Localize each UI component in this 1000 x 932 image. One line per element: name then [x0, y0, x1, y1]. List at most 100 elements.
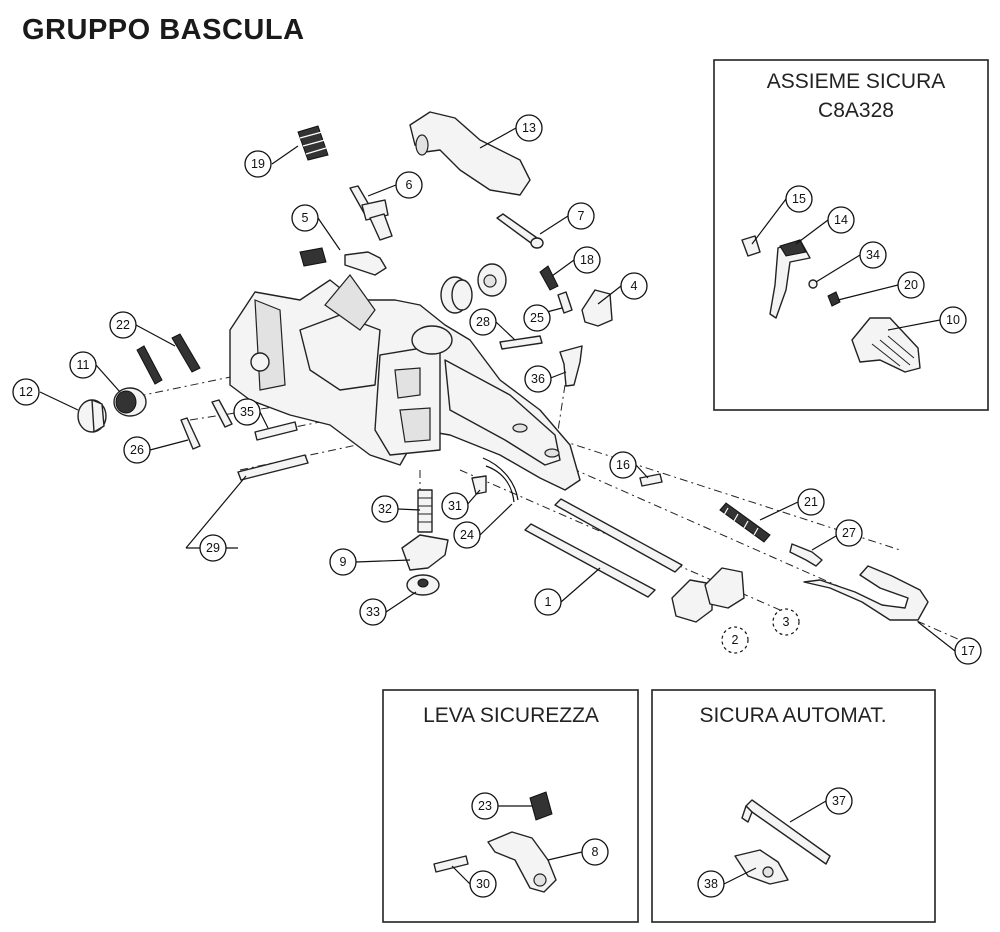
part-38-plate — [734, 849, 789, 885]
svg-text:14: 14 — [834, 213, 848, 227]
callout-30: 30 — [469, 870, 497, 898]
callout-37: 37 — [825, 787, 853, 815]
callout-14: 14 — [827, 206, 855, 234]
part-20-spring — [827, 291, 841, 307]
part-15-pin — [741, 235, 761, 257]
callout-2: 2 — [721, 626, 749, 654]
svg-text:21: 21 — [804, 495, 818, 509]
callout-10: 10 — [939, 306, 967, 334]
svg-text:30: 30 — [476, 877, 490, 891]
inset-automat-title: SICURA AUTOMAT. — [699, 704, 886, 727]
callout-29: 29 — [199, 534, 227, 562]
callout-12: 12 — [12, 378, 40, 406]
svg-text:31: 31 — [448, 499, 462, 513]
svg-text:32: 32 — [378, 502, 392, 516]
callout-4: 4 — [620, 272, 648, 300]
part-6-pin — [349, 185, 393, 241]
part-29-pin — [237, 454, 309, 481]
svg-text:10: 10 — [946, 313, 960, 327]
svg-text:35: 35 — [240, 405, 254, 419]
svg-text:18: 18 — [580, 253, 594, 267]
svg-text:38: 38 — [704, 877, 718, 891]
part-33-ring — [406, 574, 440, 596]
svg-text:29: 29 — [206, 541, 220, 555]
part-hammer-discs — [440, 263, 507, 314]
svg-text:20: 20 — [904, 278, 918, 292]
callout-16: 16 — [609, 451, 637, 479]
callout-34: 34 — [859, 241, 887, 269]
callout-8: 8 — [581, 838, 609, 866]
svg-text:13: 13 — [522, 121, 536, 135]
callout-26: 26 — [123, 436, 151, 464]
callout-13: 13 — [515, 114, 543, 142]
part-19-spring — [297, 125, 329, 161]
svg-text:16: 16 — [616, 458, 630, 472]
inset-leva-title: LEVA SICUREZZA — [423, 704, 599, 727]
callout-36: 36 — [524, 365, 552, 393]
callout-15: 15 — [785, 185, 813, 213]
part-22-spring — [136, 333, 201, 385]
svg-text:25: 25 — [530, 311, 544, 325]
svg-text:28: 28 — [476, 315, 490, 329]
inset-assieme-sicura-frame — [713, 59, 989, 411]
callout-32: 32 — [371, 495, 399, 523]
callout-38: 38 — [697, 870, 725, 898]
callout-6: 6 — [395, 171, 423, 199]
svg-text:23: 23 — [478, 799, 492, 813]
part-9-sear — [401, 534, 449, 571]
svg-text:4: 4 — [631, 279, 638, 293]
part-30-pin — [433, 855, 469, 873]
part-32-screw — [417, 489, 433, 533]
leader-lines — [39, 127, 956, 885]
part-31-screw — [471, 475, 487, 495]
svg-text:27: 27 — [842, 526, 856, 540]
callout-1: 1 — [534, 588, 562, 616]
diagram-title: GRUPPO BASCULA — [22, 14, 305, 46]
inset-assieme-title-2: C8A328 — [818, 99, 894, 122]
part-25-pin — [557, 291, 573, 314]
callout-24: 24 — [453, 521, 481, 549]
inset-assieme-title-1: ASSIEME SICURA — [767, 70, 946, 93]
part-28-pin — [499, 335, 543, 350]
part-27-screw — [789, 543, 823, 567]
part-8-lever — [487, 831, 557, 893]
part-2-3-blocks — [671, 567, 745, 623]
callout-18: 18 — [573, 246, 601, 274]
svg-text:17: 17 — [961, 644, 975, 658]
svg-text:22: 22 — [116, 318, 130, 332]
part-5-plunger — [299, 247, 387, 276]
callout-20: 20 — [897, 271, 925, 299]
callout-33: 33 — [359, 598, 387, 626]
callout-17: 17 — [954, 637, 982, 665]
svg-text:15: 15 — [792, 192, 806, 206]
part-14-safety-slide — [769, 239, 811, 319]
callout-25: 25 — [523, 304, 551, 332]
callout-23: 23 — [471, 792, 499, 820]
part-24-spring-wire — [482, 457, 519, 503]
receiver-body — [229, 274, 581, 491]
part-1-rods — [524, 498, 683, 598]
callout-31: 31 — [441, 492, 469, 520]
part-16-pin — [639, 473, 663, 487]
part-37-rod — [741, 799, 831, 865]
svg-text:8: 8 — [592, 845, 599, 859]
svg-text:34: 34 — [866, 248, 880, 262]
svg-text:1: 1 — [545, 595, 552, 609]
part-17-trigger-guard — [803, 565, 929, 621]
part-26-pin — [180, 399, 233, 450]
svg-text:3: 3 — [783, 615, 790, 629]
svg-text:12: 12 — [19, 385, 33, 399]
callout-9: 9 — [329, 548, 357, 576]
part-4-bracket — [581, 289, 613, 327]
svg-text:6: 6 — [406, 178, 413, 192]
part-11-cap — [113, 387, 147, 417]
callout-35: 35 — [233, 398, 261, 426]
callout-5: 5 — [291, 204, 319, 232]
part-21-spring — [719, 502, 771, 543]
svg-text:19: 19 — [251, 157, 265, 171]
callout-19: 19 — [244, 150, 272, 178]
part-35-pin — [254, 421, 298, 441]
svg-text:33: 33 — [366, 605, 380, 619]
part-7-pin — [496, 213, 544, 249]
